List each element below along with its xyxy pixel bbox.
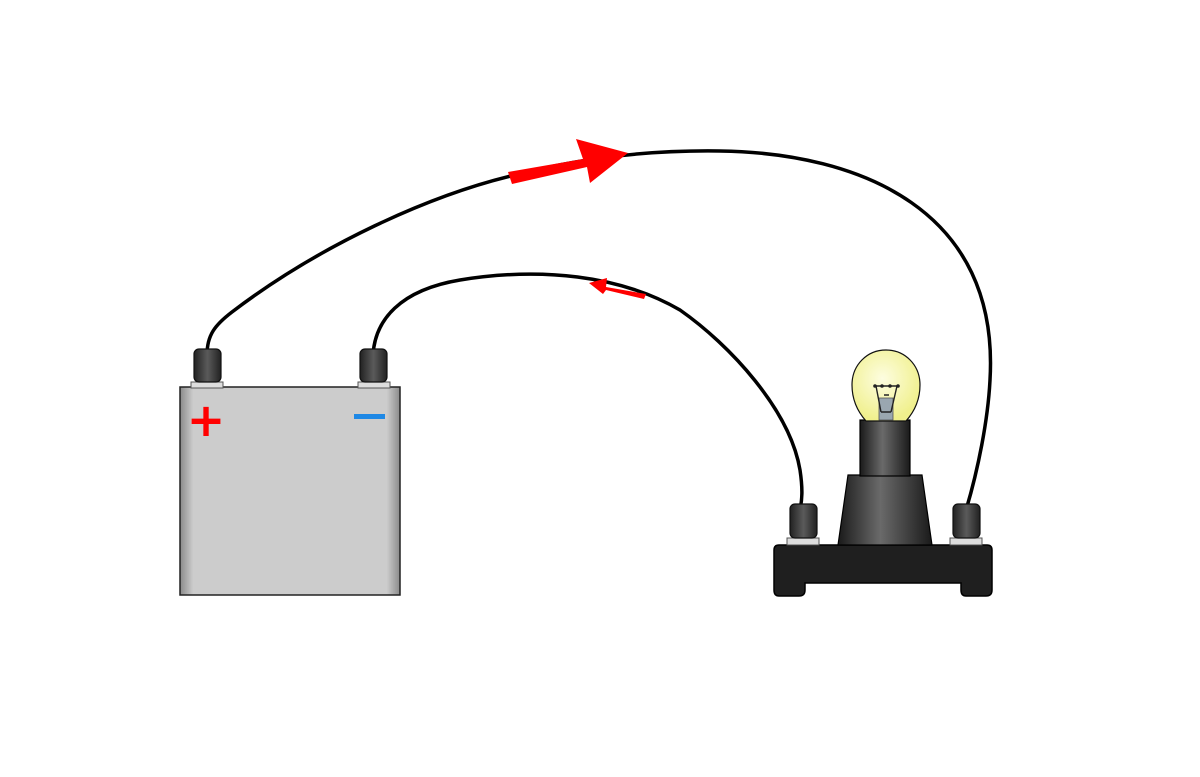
lamp-right-terminal-base [949,537,983,546]
current-arrow-icon [589,278,646,299]
lamp-base [773,544,993,597]
lamp-holder [859,419,911,477]
lamp-filament [875,385,898,413]
battery: + − [179,348,401,596]
battery-positive-terminal-base [190,381,224,389]
positive-symbol: + [187,393,226,447]
current-arrow-top [508,139,628,184]
terminal-icon[interactable] [952,503,981,539]
battery-negative-terminal-base [357,381,391,389]
terminal-icon[interactable] [193,348,222,383]
battery-icon [179,386,401,596]
wire-lamp-to-negative [371,272,804,512]
current-arrow-icon [508,139,628,184]
lamp-left-terminal-base [786,537,820,546]
lamp [773,349,993,597]
current-arrow-bottom [589,278,646,299]
wire-positive-to-lamp [205,149,993,512]
negative-symbol [354,414,385,419]
terminal-icon[interactable] [359,348,388,383]
terminal-icon[interactable] [789,503,818,539]
lamp-filament-stem [878,397,894,421]
lamp-socket [837,474,933,546]
